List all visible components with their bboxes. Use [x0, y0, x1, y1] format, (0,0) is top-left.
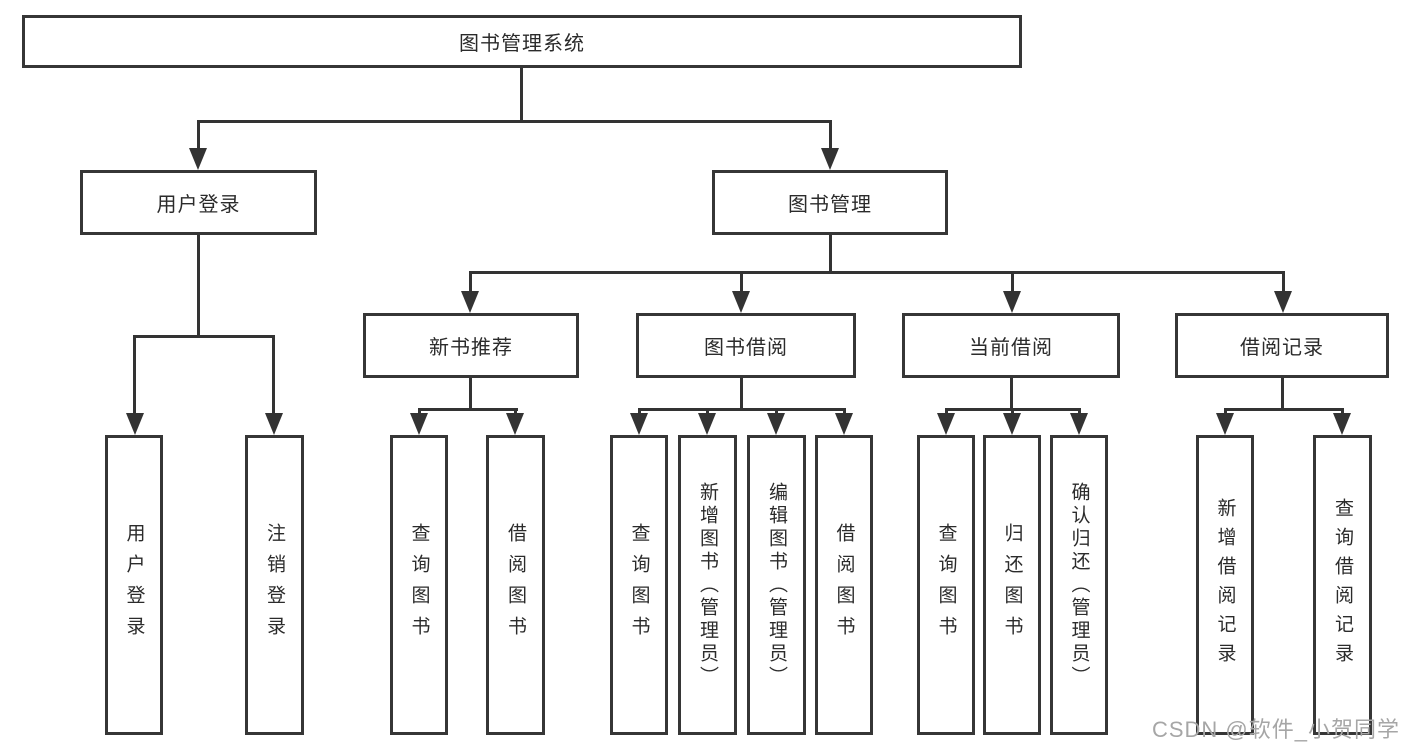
leaf-add-book-admin: 新增图书（管理员）	[678, 435, 737, 735]
node-root-library-system: 图书管理系统	[22, 15, 1022, 68]
connector-leaf-drop	[272, 335, 275, 415]
connector-stub	[469, 378, 472, 411]
connector-user-login-stub	[197, 235, 200, 337]
arrowhead-leaf	[767, 413, 785, 435]
node-label: 当前借阅	[969, 337, 1053, 359]
arrowhead-user-login	[189, 148, 207, 170]
arrowhead-leaf	[698, 413, 716, 435]
node-label: 图书借阅	[704, 337, 788, 359]
connector-user-login-drop	[197, 120, 200, 152]
connector-leaf-drop	[775, 408, 778, 416]
connector-leaf-drop	[638, 408, 641, 416]
node-label: 新增图书（管理员）	[697, 481, 718, 689]
leaf-add-borrow-record: 新增借阅记录	[1196, 435, 1254, 735]
connector-leaf-drop	[1011, 408, 1014, 416]
connector-branch	[1224, 408, 1344, 411]
node-label: 新书推荐	[429, 337, 513, 359]
leaf-query-borrow-record: 查询借阅记录	[1313, 435, 1372, 735]
arrowhead-current-borrow	[1003, 291, 1021, 313]
node-new-book-recommend: 新书推荐	[363, 313, 579, 378]
connector-drop	[740, 271, 743, 295]
connector-leaf-drop	[843, 408, 846, 416]
node-current-borrow: 当前借阅	[902, 313, 1120, 378]
leaf-borrow-books-recommend: 借阅图书	[486, 435, 545, 735]
node-label: 用户登录	[156, 194, 241, 216]
leaf-query-books-recommend: 查询图书	[390, 435, 448, 735]
node-label: 借阅图书	[505, 523, 526, 647]
node-label: 用户登录	[123, 523, 145, 647]
arrowhead-leaf	[410, 413, 428, 435]
connector-book-mgmt-stub	[829, 235, 832, 274]
connector-leaf-drop	[1224, 408, 1227, 416]
node-label: 查询图书	[935, 523, 957, 647]
arrowhead-new-book-recommend	[461, 291, 479, 313]
arrowhead-borrow-records	[1274, 291, 1292, 313]
node-label: 图书管理	[788, 194, 872, 216]
connector-stub	[1010, 378, 1013, 411]
connector-leaf-drop	[706, 408, 709, 416]
leaf-logout: 注销登录	[245, 435, 304, 735]
arrowhead-leaf	[1070, 413, 1088, 435]
connector-stub	[740, 378, 743, 411]
node-label: 编辑图书（管理员）	[766, 481, 787, 689]
connector-root-stub	[520, 68, 523, 121]
arrowhead-leaf-logout	[265, 413, 283, 435]
node-label: 借阅图书	[833, 523, 855, 647]
node-label: 查询借阅记录	[1332, 498, 1353, 672]
arrowhead-leaf	[630, 413, 648, 435]
arrowhead-leaf	[1216, 413, 1234, 435]
node-label: 新增借阅记录	[1214, 498, 1236, 672]
connector-stub	[1281, 378, 1284, 411]
node-user-login: 用户登录	[80, 170, 317, 235]
connector-user-login-branch	[133, 335, 275, 338]
connector-branch	[418, 408, 518, 411]
connector-leaf-drop	[514, 408, 517, 416]
node-label: 确认归还（管理员）	[1068, 481, 1090, 689]
leaf-edit-book-admin: 编辑图书（管理员）	[747, 435, 806, 735]
node-label: 借阅记录	[1240, 337, 1324, 359]
arrowhead-leaf	[1003, 413, 1021, 435]
connector-branch	[638, 408, 846, 411]
connector-drop	[1011, 271, 1014, 295]
node-label: 查询图书	[408, 523, 430, 647]
node-label: 图书管理系统	[459, 33, 585, 55]
csdn-watermark: CSDN @软件_小贺同学	[1151, 717, 1400, 742]
connector-drop	[1282, 271, 1285, 295]
arrowhead-book-mgmt	[821, 148, 839, 170]
connector-leaf-drop	[1078, 408, 1081, 416]
connector-book-mgmt-drop	[829, 120, 832, 152]
leaf-borrow-books: 借阅图书	[815, 435, 873, 735]
node-book-management: 图书管理	[712, 170, 948, 235]
node-label: 归还图书	[1001, 523, 1023, 647]
arrowhead-leaf-user-login	[126, 413, 144, 435]
connector-leaf-drop	[133, 335, 136, 415]
connector-leaf-drop	[945, 408, 948, 416]
arrowhead-leaf	[1333, 413, 1351, 435]
arrowhead-leaf	[506, 413, 524, 435]
arrowhead-leaf	[835, 413, 853, 435]
node-label: 查询图书	[628, 523, 650, 647]
node-label: 注销登录	[264, 523, 285, 647]
connector-leaf-drop	[418, 408, 421, 416]
node-borrow-records: 借阅记录	[1175, 313, 1389, 378]
leaf-query-books-current: 查询图书	[917, 435, 975, 735]
connector-drop	[469, 271, 472, 295]
arrowhead-book-borrow	[732, 291, 750, 313]
arrowhead-leaf	[937, 413, 955, 435]
node-book-borrow: 图书借阅	[636, 313, 856, 378]
leaf-query-books-borrow: 查询图书	[610, 435, 668, 735]
leaf-return-book: 归还图书	[983, 435, 1041, 735]
connector-level1-branch	[197, 120, 832, 123]
leaf-user-login: 用户登录	[105, 435, 163, 735]
leaf-confirm-return-admin: 确认归还（管理员）	[1050, 435, 1108, 735]
connector-leaf-drop	[1341, 408, 1344, 416]
connector-level2-branch	[469, 271, 1284, 274]
